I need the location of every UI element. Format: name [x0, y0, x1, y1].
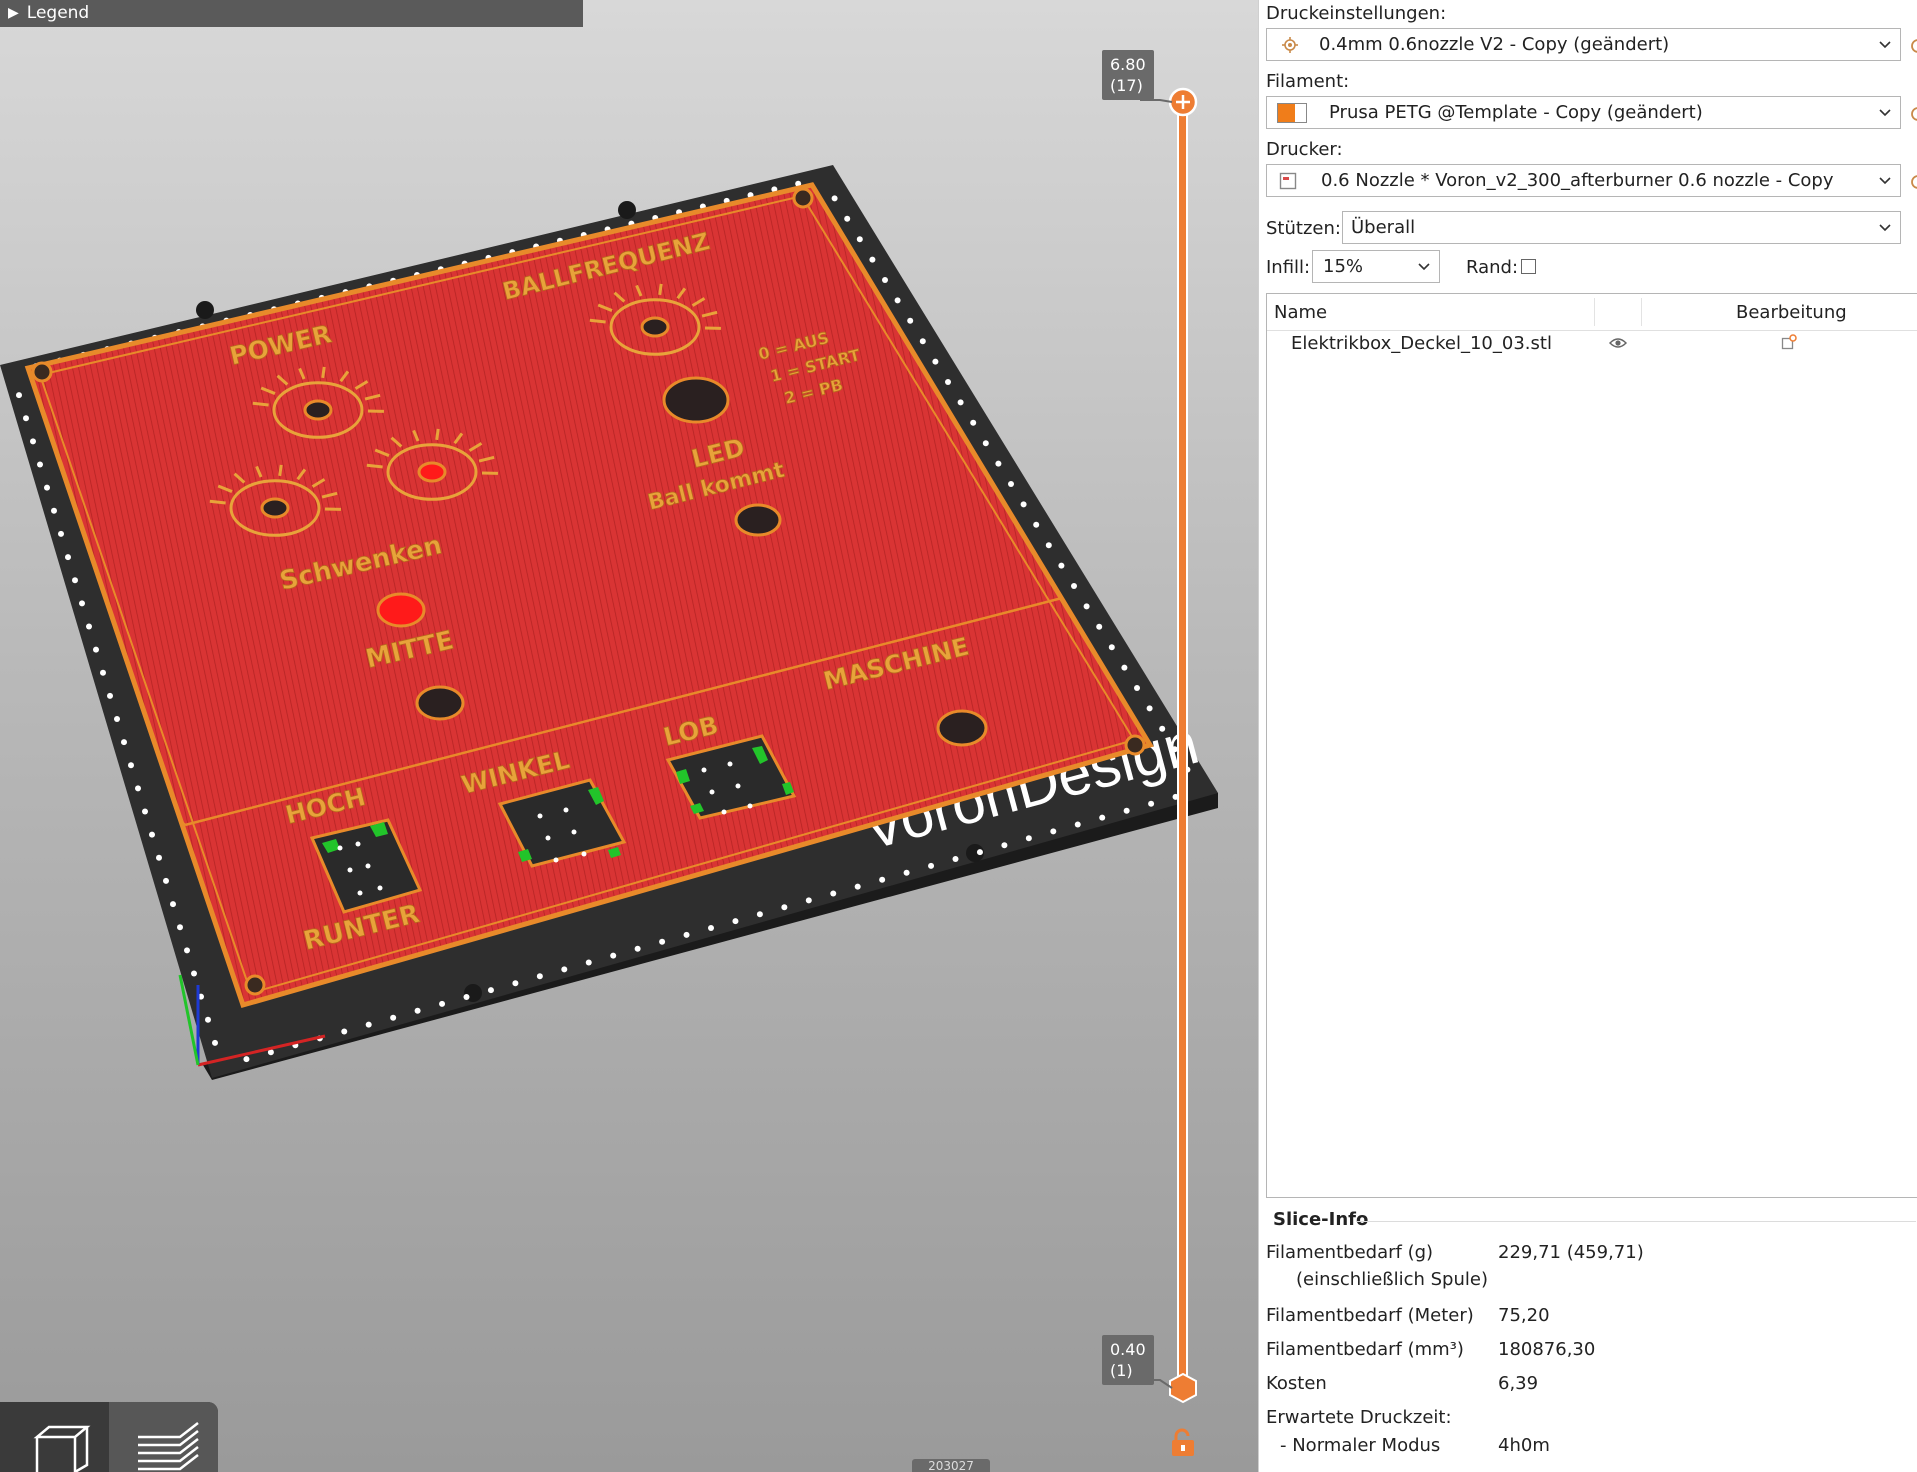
infill-label: Infill:: [1266, 257, 1311, 278]
preview-button[interactable]: [109, 1402, 218, 1472]
object-name: Elektrikbox_Deckel_10_03.stl: [1291, 333, 1552, 354]
slice-info-label: (einschließlich Spule): [1296, 1269, 1488, 1290]
print-settings-edit-icon[interactable]: [1909, 37, 1917, 57]
slice-info-label: Filamentbedarf (mm³): [1266, 1339, 1464, 1360]
preview-layers-icon: [137, 1422, 199, 1471]
filament-value: Prusa PETG @Template - Copy (geändert): [1329, 102, 1703, 123]
expand-triangle-icon: ▶: [8, 5, 19, 21]
print-settings-label: Druckeinstellungen:: [1266, 3, 1447, 24]
column-edit-header[interactable]: Bearbeitung: [1736, 302, 1847, 323]
column-name-header[interactable]: Name: [1274, 302, 1328, 323]
slice-info-value: 75,20: [1498, 1305, 1550, 1326]
supports-combo[interactable]: Überall: [1342, 211, 1901, 244]
slice-info-value: 180876,30: [1498, 1339, 1596, 1360]
layer-slider[interactable]: [1140, 87, 1198, 1456]
object-list[interactable]: Name Bearbeitung Elektrikbox_Deckel_10_0…: [1266, 293, 1917, 1198]
object-list-header: Name Bearbeitung: [1267, 294, 1917, 331]
slice-info-value: 229,71 (459,71): [1498, 1242, 1644, 1263]
column-separator: [1594, 298, 1595, 326]
legend-label: Legend: [26, 3, 90, 23]
gear-icon: [1282, 36, 1298, 53]
top-layer-number: (17): [1110, 76, 1143, 95]
layer-slider-bottom-handle[interactable]: [1169, 1372, 1197, 1404]
slice-info-label: - Normaler Modus: [1280, 1435, 1441, 1456]
chevron-down-icon: [1418, 263, 1430, 271]
bottom-layer-number: (1): [1110, 1361, 1133, 1380]
button-cutouts: [309, 734, 797, 914]
axis-gizmo: [178, 974, 326, 1067]
chevron-down-icon: [1879, 41, 1891, 49]
slice-info-title: Slice-Info: [1273, 1209, 1369, 1230]
printer-label: Drucker:: [1266, 139, 1343, 160]
print-settings-value: 0.4mm 0.6nozzle V2 - Copy (geändert): [1319, 34, 1670, 55]
printer-edit-icon[interactable]: [1909, 173, 1917, 193]
support-material: [322, 746, 794, 862]
bottom-counter: 203027: [912, 1459, 990, 1472]
slice-info-separator: [1356, 1221, 1916, 1222]
3d-view-icon: [33, 1425, 90, 1472]
chevron-down-icon: [1879, 224, 1891, 232]
bottom-layer-height: 0.40: [1110, 1340, 1146, 1359]
eye-icon[interactable]: [1609, 336, 1627, 350]
layer-slider-top-label: 6.80 (17): [1102, 50, 1154, 100]
slice-info-value: 6,39: [1498, 1373, 1539, 1394]
top-layer-height: 6.80: [1110, 55, 1146, 74]
slice-info-label: Filamentbedarf (Meter): [1266, 1305, 1474, 1326]
panel-holes: [376, 376, 988, 747]
column-separator: [1641, 298, 1642, 326]
slice-info-value: 4h0m: [1498, 1435, 1550, 1456]
brim-label: Rand:: [1466, 257, 1519, 278]
printer-icon: [1279, 172, 1297, 189]
filament-edit-icon[interactable]: [1909, 105, 1917, 125]
legend-toggle[interactable]: ▶ Legend: [0, 0, 583, 27]
knob-markings: [209, 283, 721, 537]
slice-info-label: Filamentbedarf (g): [1266, 1242, 1434, 1263]
printer-value: 0.6 Nozzle * Voron_v2_300_afterburner 0.…: [1321, 170, 1834, 191]
settings-panel: Druckeinstellungen: 0.4mm 0.6nozzle V2 -…: [1258, 0, 1917, 1472]
plate-divider-1: [184, 596, 1063, 827]
supports-label: Stützen:: [1266, 218, 1341, 239]
filament-combo[interactable]: Prusa PETG @Template - Copy (geändert): [1266, 96, 1901, 129]
infill-combo[interactable]: 15%: [1312, 250, 1440, 283]
lock-icon[interactable]: [1172, 1428, 1194, 1456]
print-plate[interactable]: [24, 182, 1154, 1009]
edit-object-icon[interactable]: [1781, 334, 1797, 350]
filament-label: Filament:: [1266, 71, 1350, 92]
print-settings-combo[interactable]: 0.4mm 0.6nozzle V2 - Copy (geändert): [1266, 28, 1901, 61]
chevron-down-icon: [1879, 109, 1891, 117]
layer-slider-top-handle[interactable]: [1168, 87, 1198, 117]
printer-combo[interactable]: 0.6 Nozzle * Voron_v2_300_afterburner 0.…: [1266, 164, 1901, 197]
brim-checkbox[interactable]: [1521, 259, 1536, 274]
slice-info-label: Erwartete Druckzeit:: [1266, 1407, 1452, 1428]
plate-divider-2: [179, 819, 186, 826]
slice-info-label: Kosten: [1266, 1373, 1327, 1394]
3d-view-button[interactable]: [0, 1402, 109, 1472]
infill-value: 15%: [1323, 256, 1364, 277]
filament-color-swatch: [1277, 102, 1307, 123]
chevron-down-icon: [1879, 177, 1891, 185]
view-mode-toggle[interactable]: [0, 1402, 218, 1472]
cutout-pins: [337, 761, 753, 896]
layer-slider-fill: [1179, 100, 1186, 1390]
object-row[interactable]: Elektrikbox_Deckel_10_03.stl: [1267, 330, 1917, 364]
print-bed-scene[interactable]: VoronDesign: [0, 0, 1258, 1472]
layer-slider-bottom-label: 0.40 (1): [1102, 1335, 1154, 1385]
supports-value: Überall: [1351, 217, 1416, 238]
3d-viewport[interactable]: VoronDesign: [0, 0, 1258, 1472]
corner-holes: [31, 187, 1146, 996]
